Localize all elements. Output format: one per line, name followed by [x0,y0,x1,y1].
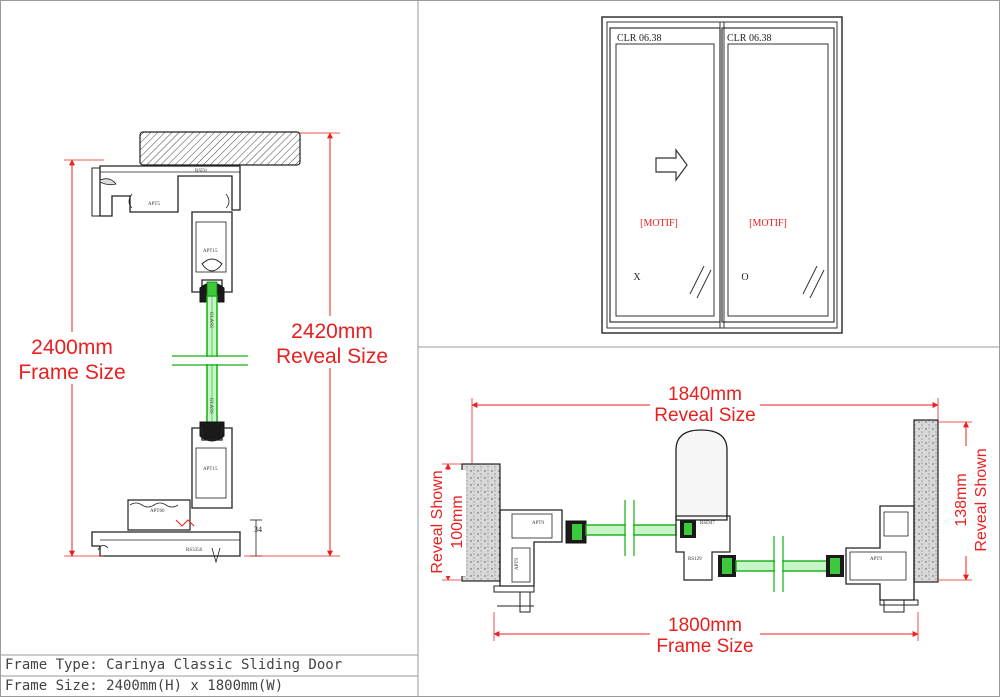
section-label-apt60: APT60 [150,509,165,514]
section-label-rs3356: RS3356 [186,548,203,553]
plan-section-drawing: APT9 APT9 RSD47 RS129 APT9 [424,382,990,657]
right-jamb-profile [845,505,915,601]
frame-size-caption: Frame Size [18,361,125,384]
sill-profile [91,531,241,557]
head-frame-profile [99,165,241,217]
right-motif-label: [MOTIF] [749,218,787,229]
slide-direction-arrow-icon [655,148,688,182]
meeting-stile-profile [675,429,728,521]
left-panel-glass-label: CLR 06.38 [617,33,661,44]
plan-label-apt9-left-2: APT9 [515,558,520,570]
opening-panel-mark: O [741,272,748,283]
left-motif-label: [MOTIF] [640,218,678,229]
elevation-drawing: CLR 06.38 CLR 06.38 [MOTIF] [MOTIF] X O [601,16,843,334]
section-label-apt15-bottom: APT15 [203,467,218,472]
fixed-panel-mark: X [633,272,641,283]
plan-reveal-value: 1840mm [668,384,742,405]
sill-height-dim: 34 [254,525,262,534]
left-reveal-value: 100mm [449,495,466,548]
frame-size-value: 2400mm [31,336,113,359]
left-jamb-profile [499,509,563,587]
right-reveal-value: 138mm [953,473,970,526]
glass-reflection-right-icon [802,265,818,295]
title-block: Frame Type: Carinya Classic Sliding Door… [0,655,418,696]
plan-label-rsd47: RSD47 [700,521,715,526]
reveal-size-value: 2420mm [291,320,373,343]
head-lintel [139,131,301,166]
left-wall [461,463,501,582]
glass-label-bottom: GLASS [208,398,213,414]
vertical-section-drawing: RSD1 APT5 APT15 GLASS GLASS APT15 APT60 [14,131,394,564]
section-label-rsd1: RSD1 [195,169,208,174]
right-panel [721,27,835,323]
reveal-size-caption: Reveal Size [276,345,388,368]
plan-label-apt9-left: APT9 [532,521,544,526]
bottom-sash-profile [191,427,233,509]
plan-reveal-caption: Reveal Size [654,405,755,426]
right-panel-glass-label: CLR 06.38 [727,33,771,44]
outer-frame [601,16,843,334]
plan-frame-value: 1800mm [668,615,742,636]
right-wall [913,419,939,583]
right-reveal-caption: Reveal Shown [973,448,990,551]
left-panel [609,27,721,323]
frame-type-text: Frame Type: Carinya Classic Sliding Door [5,657,343,673]
top-sash-profile [191,211,233,293]
plan-label-apt9-right: APT9 [870,557,882,562]
glass-label-top: GLASS [208,312,213,328]
plan-label-rs129: RS129 [688,557,702,562]
glass-reflection-left-icon [689,265,705,295]
frame-size-text: Frame Size: 2400mm(H) x 1800mm(W) [5,678,284,694]
section-label-apt5: APT5 [148,202,160,207]
plan-frame-caption: Frame Size [656,636,753,657]
left-reveal-caption: Reveal Shown [429,470,446,573]
section-label-apt15-top: APT15 [203,249,218,254]
